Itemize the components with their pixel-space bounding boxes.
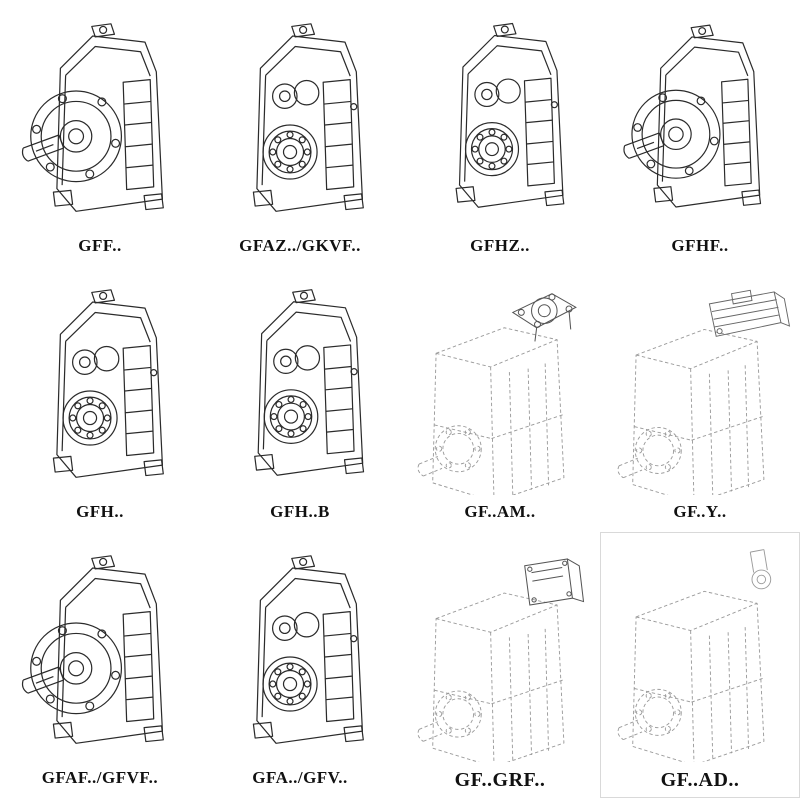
- catalog-cell-gf-y: GF..Y..: [600, 266, 800, 532]
- catalog-cell-gfhz: GFHZ..: [400, 0, 600, 266]
- flange-mounted-gearbox-drawing: [0, 0, 200, 236]
- flange-mounted-gearbox-drawing: [0, 532, 200, 768]
- model-label: GFAZ../GKVF..: [239, 236, 361, 255]
- model-label: GFHF..: [671, 236, 729, 255]
- catalog-cell-gfh: GFH..: [0, 266, 200, 532]
- model-label: GF..AD..: [660, 769, 740, 791]
- gearbox-with-mounted-motor-drawing: [600, 266, 800, 502]
- catalog-cell-gfhf: GFHF..: [600, 0, 800, 266]
- model-label: GFH..: [76, 502, 124, 521]
- catalog-cell-gfa-gfv: GFA../GFV..: [200, 532, 400, 798]
- model-label: GFA../GFV..: [252, 768, 348, 787]
- flange-mounted-gearbox-drawing: [600, 0, 800, 236]
- catalog-cell-gf-am: GF..AM..: [400, 266, 600, 532]
- model-label: GFHZ..: [470, 236, 530, 255]
- hollow-shaft-gearbox-drawing: [200, 532, 400, 768]
- model-label: GF..Y..: [673, 502, 727, 521]
- hollow-shaft-gearbox-drawing: [200, 0, 400, 236]
- catalog-cell-gf-ad: GF..AD..: [600, 532, 800, 798]
- shaft-mounted-gearbox-drawing: [0, 266, 200, 502]
- catalog-cell-gfaf-gfvf: GFAF../GFVF..: [0, 532, 200, 798]
- catalog-cell-gff: GFF..: [0, 0, 200, 266]
- model-label: GF..AM..: [464, 502, 536, 521]
- model-label: GFH..B: [270, 502, 330, 521]
- hollow-shaft-gearbox-drawing: [400, 0, 600, 236]
- catalog-cell-gf-grf: GF..GRF..: [400, 532, 600, 798]
- model-label: GF..GRF..: [454, 769, 546, 791]
- model-label: GFAF../GFVF..: [41, 768, 159, 787]
- gearbox-with-motor-flange-drawing: [400, 266, 600, 502]
- gearbox-with-adapter-block-drawing: [400, 532, 600, 769]
- model-label: GFF..: [78, 236, 122, 255]
- catalog-cell-gfaz-gkvf: GFAZ../GKVF..: [200, 0, 400, 266]
- gearbox-with-input-shaft-adapter-drawing: [600, 532, 800, 769]
- shaft-mounted-gearbox-foot-drawing: [200, 266, 400, 502]
- catalog-cell-gfh-b: GFH..B: [200, 266, 400, 532]
